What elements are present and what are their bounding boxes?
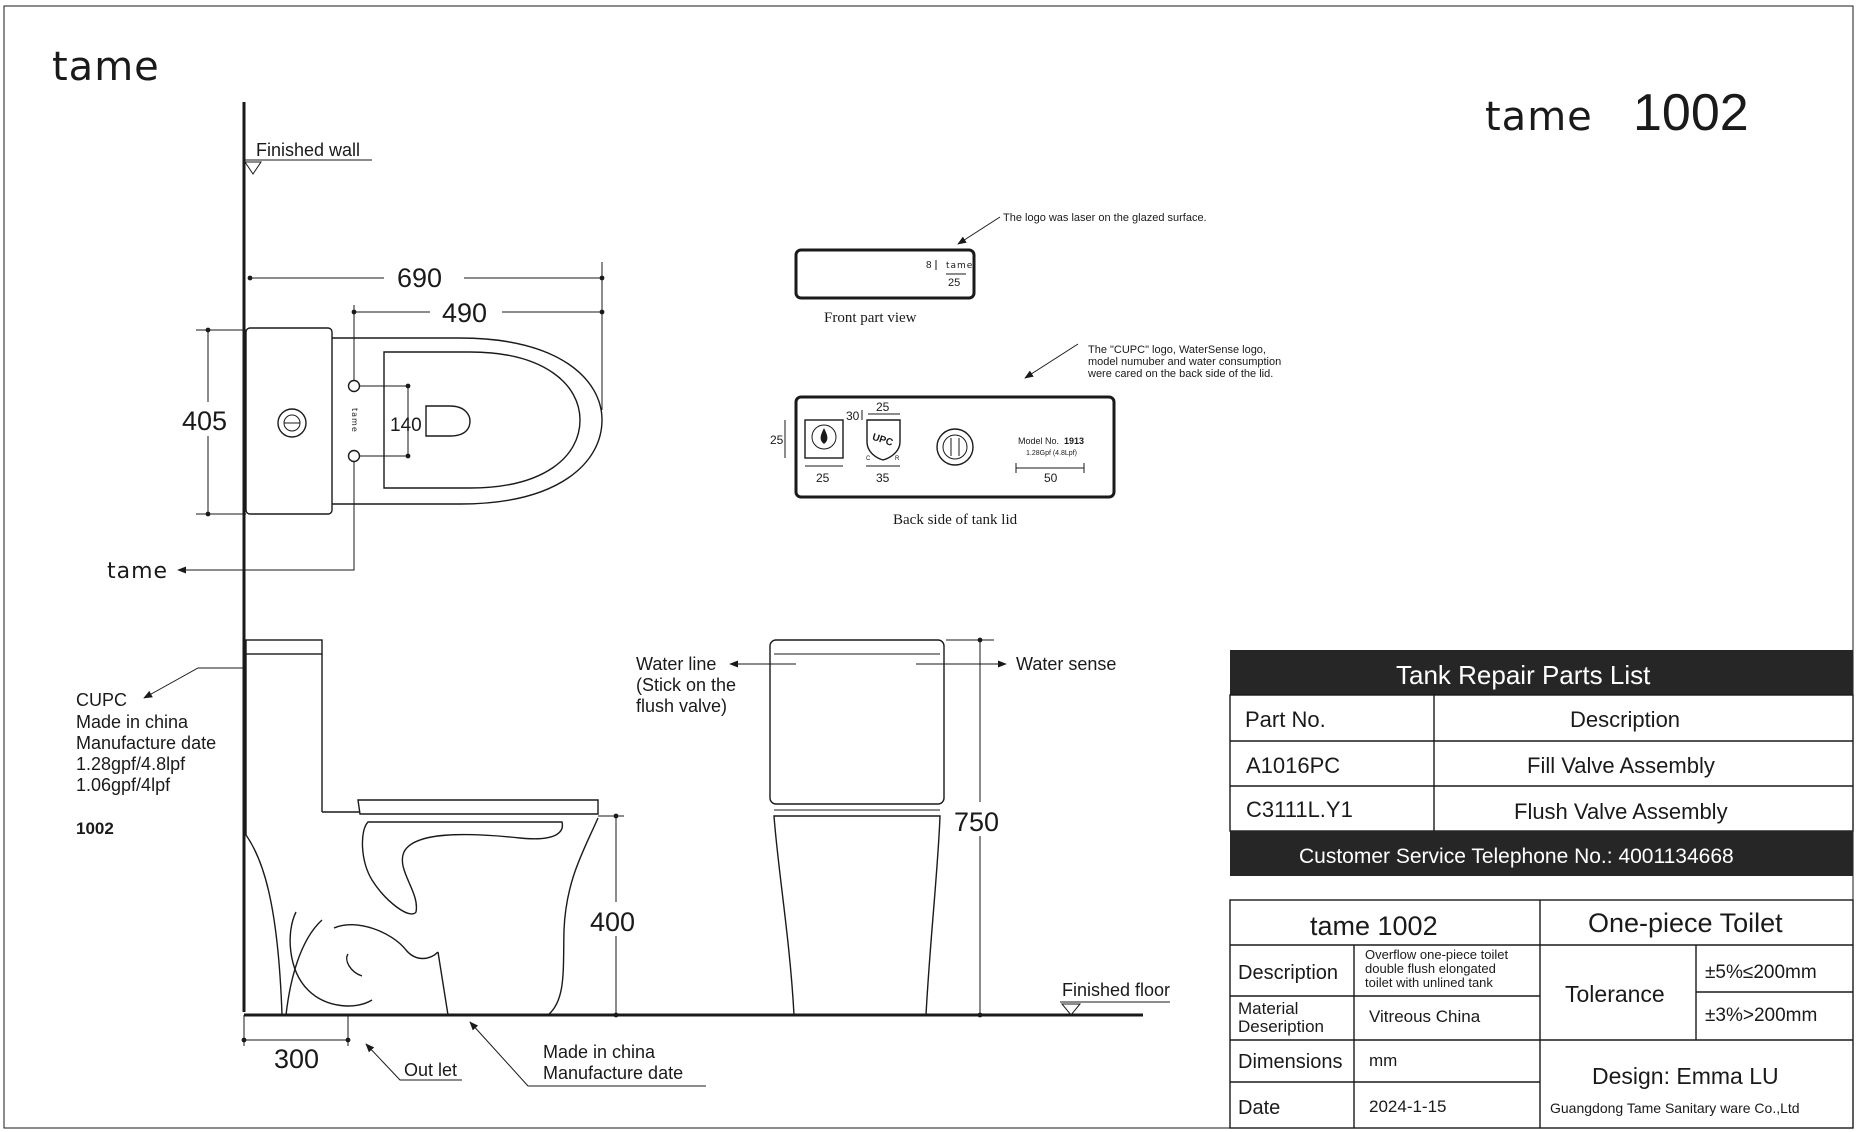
parts-row-1-part: A1016PC xyxy=(1246,753,1340,778)
top-view: Finished wall tame 140 690 490 405 xyxy=(107,102,605,1012)
finished-wall-label: Finished wall xyxy=(256,140,360,160)
side-label-line-1: CUPC xyxy=(76,690,127,710)
info-dimensions-label: Dimensions xyxy=(1238,1051,1342,1073)
info-material-label-1: Material xyxy=(1238,999,1298,1018)
info-product-type: One-piece Toilet xyxy=(1588,908,1783,938)
made-label-line-1: Made in china xyxy=(543,1042,656,1062)
water-line-label-2: (Stick on the xyxy=(636,675,736,695)
customer-service-phone: Customer Service Telephone No.: 40011346… xyxy=(1299,845,1734,868)
svg-text:30: 30 xyxy=(846,409,860,423)
svg-text:25: 25 xyxy=(948,277,960,289)
info-material-value: Vitreous China xyxy=(1369,1007,1481,1026)
title-logo: tame xyxy=(1485,94,1593,140)
upc-shield-logo xyxy=(866,419,901,461)
tank-lid-back-view: The "CUPC" logo, WaterSense logo, model … xyxy=(770,343,1281,528)
logo-callout: tame xyxy=(107,559,168,584)
info-model-title: tame 1002 xyxy=(1310,911,1438,941)
tank-top-logo: tame xyxy=(350,408,359,433)
info-material-label-2: Deseription xyxy=(1238,1017,1324,1036)
water-sense-label: Water sense xyxy=(1016,654,1116,674)
info-description-line-1: Overflow one-piece toilet xyxy=(1365,947,1508,962)
dim-width: 405 xyxy=(182,406,227,436)
title-block: tame 1002 One-piece Toilet Description O… xyxy=(1229,899,1854,1129)
brand-logo: tame xyxy=(52,44,160,90)
parts-table-title: Tank Repair Parts List xyxy=(1396,660,1651,690)
dim-bolt-spacing: 140 xyxy=(390,415,422,436)
front-tank xyxy=(769,639,945,805)
tank-top xyxy=(245,327,333,515)
svg-text:8: 8 xyxy=(926,260,932,271)
parts-row-1-desc: Fill Valve Assembly xyxy=(1527,753,1715,778)
svg-text:25: 25 xyxy=(816,471,830,485)
bolt-hole-bottom xyxy=(347,449,361,463)
parts-row-2-desc: Flush Valve Assembly xyxy=(1514,799,1728,824)
svg-text:25: 25 xyxy=(876,400,890,414)
svg-text:50: 50 xyxy=(1044,471,1058,485)
info-dimensions-value: mm xyxy=(1369,1051,1397,1070)
flush-button-icon xyxy=(277,408,307,438)
info-date-label: Date xyxy=(1238,1097,1280,1119)
bolt-hole-top xyxy=(347,379,361,393)
svg-text:UPC: UPC xyxy=(871,432,894,449)
water-line-label-1: Water line xyxy=(636,654,716,674)
parts-table: Tank Repair Parts List Part No. Descript… xyxy=(1229,650,1854,876)
svg-text:R: R xyxy=(895,456,900,462)
outlet-label: Out let xyxy=(404,1060,457,1080)
dim-total-height: 750 xyxy=(954,807,999,837)
front-part-outline xyxy=(794,248,976,300)
lid-center-button-icon xyxy=(936,428,974,466)
side-view: CUPC Made in china Manufacture date 1.28… xyxy=(76,639,1143,1087)
front-view: Water line (Stick on the flush valve) Wa… xyxy=(636,637,1170,1018)
info-tolerance-2: ±3%>200mm xyxy=(1705,1005,1817,1026)
svg-text:25: 25 xyxy=(770,433,784,447)
svg-text:C: C xyxy=(866,456,871,462)
info-tolerance-1: ±5%≤200mm xyxy=(1705,962,1817,983)
side-label-line-3: Manufacture date xyxy=(76,733,216,753)
front-part-caption: Front part view xyxy=(824,310,917,326)
side-body-outline xyxy=(245,654,283,1016)
watersense-logo xyxy=(804,419,844,459)
side-label-line-2: Made in china xyxy=(76,712,189,732)
parts-row-2-part: C3111L.Y1 xyxy=(1246,797,1353,822)
info-description-line-2: double flush elongated xyxy=(1365,961,1496,976)
lid-note-line-2: model numuber and water consumption xyxy=(1088,356,1281,368)
side-seat xyxy=(357,799,599,815)
water-line-label-3: flush valve) xyxy=(636,696,727,716)
lid-note-line-1: The "CUPC" logo, WaterSense logo, xyxy=(1088,344,1266,356)
svg-text:1.28Gpf (4.8Lpf): 1.28Gpf (4.8Lpf) xyxy=(1026,450,1077,457)
svg-text:1913: 1913 xyxy=(1064,436,1084,446)
info-tolerance-label: Tolerance xyxy=(1565,981,1665,1007)
svg-text:35: 35 xyxy=(876,471,890,485)
laser-logo-note: The logo was laser on the glazed surface… xyxy=(1003,212,1207,224)
front-part-view: The logo was laser on the glazed surface… xyxy=(794,212,1207,326)
side-label-line-4: 1.28gpf/4.8lpf xyxy=(76,754,186,774)
tank-lid-outline xyxy=(794,395,1116,499)
svg-text:tame: tame xyxy=(946,261,973,271)
dim-bowl-length: 490 xyxy=(442,298,487,328)
tank-lid-caption: Back side of tank lid xyxy=(893,512,1018,528)
parts-header-description: Description xyxy=(1570,707,1680,732)
info-designer: Design: Emma LU xyxy=(1592,1063,1779,1089)
svg-text:Model No.: Model No. xyxy=(1018,436,1059,446)
bowl-drain xyxy=(425,405,471,437)
made-label-line-2: Manufacture date xyxy=(543,1063,683,1083)
front-pedestal xyxy=(773,815,941,1016)
dim-overall-length: 690 xyxy=(397,263,442,293)
title-model-number: 1002 xyxy=(1633,84,1749,142)
side-label-line-5: 1.06gpf/4lpf xyxy=(76,775,171,795)
dim-seat-height: 400 xyxy=(590,907,635,937)
side-label-model: 1002 xyxy=(76,819,114,838)
sheet-border xyxy=(3,5,1854,1129)
finished-floor-label: Finished floor xyxy=(1062,980,1170,1000)
parts-header-part-no: Part No. xyxy=(1245,707,1326,732)
lid-note-line-3: were cared on the back side of the lid. xyxy=(1087,368,1273,380)
info-company: Guangdong Tame Sanitary ware Co.,Ltd xyxy=(1550,1100,1800,1116)
dim-rough-in: 300 xyxy=(274,1044,319,1074)
bowl-outline xyxy=(332,337,603,505)
info-description-label: Description xyxy=(1238,962,1338,984)
info-description-line-3: toilet with unlined tank xyxy=(1365,975,1493,990)
info-date-value: 2024-1-15 xyxy=(1369,1097,1447,1116)
